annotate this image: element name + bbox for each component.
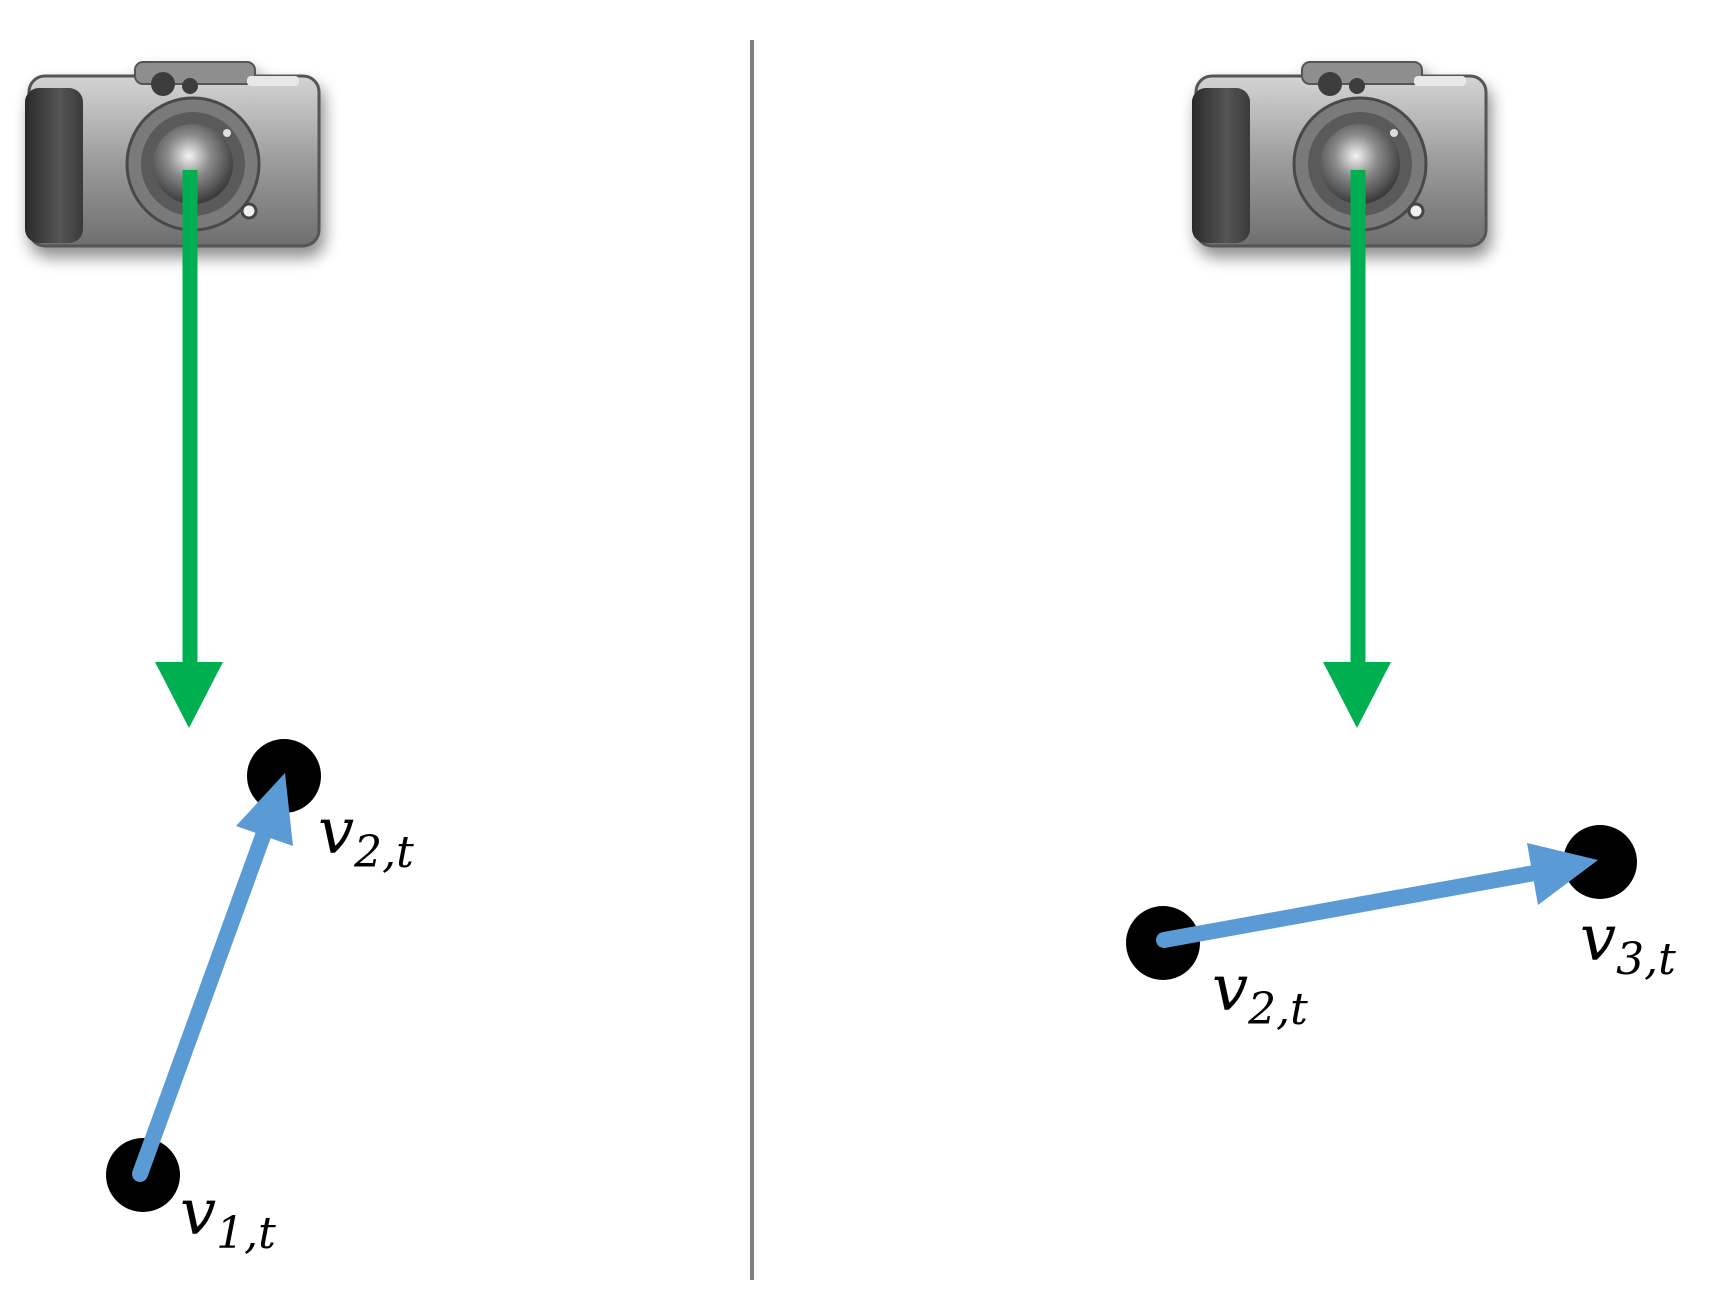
right-panel: v2,t v3,t (1126, 61, 1676, 1035)
label-v1t: v1,t (180, 1176, 276, 1259)
edge-arrow-v1-to-v2 (132, 773, 293, 1182)
camera-view-arrow (1323, 170, 1391, 728)
camera-icon (25, 61, 321, 248)
camera-view-arrow (155, 170, 223, 728)
camera-icon (1192, 61, 1488, 248)
label-v3t: v3,t (1580, 902, 1676, 985)
node-v3t (1563, 825, 1637, 899)
label-v2t: v2,t (318, 795, 414, 878)
left-panel: v1,t v2,t (25, 61, 414, 1259)
edge-arrow-v2-to-v3 (1156, 843, 1598, 948)
label-v2t: v2,t (1212, 952, 1308, 1035)
